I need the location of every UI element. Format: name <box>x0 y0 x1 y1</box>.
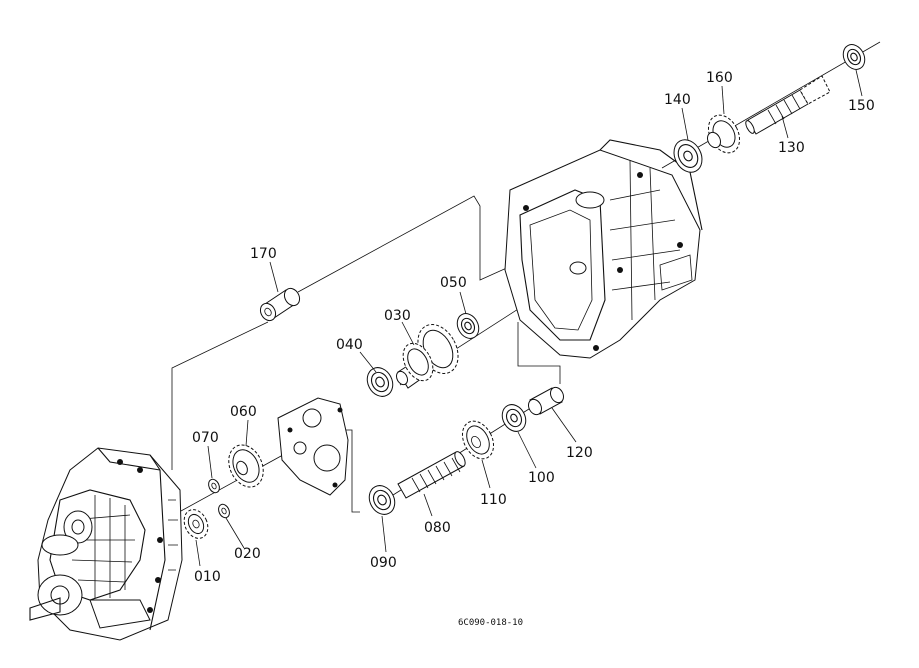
collar-120 <box>528 386 564 416</box>
bearing-090 <box>368 485 396 515</box>
snap-ring-070 <box>208 478 220 494</box>
label-170: 170 <box>250 246 277 262</box>
gear-160 <box>707 114 741 154</box>
label-030: 030 <box>384 308 411 324</box>
rear-gear-case <box>29 447 183 641</box>
label-090: 090 <box>370 555 397 571</box>
bearing-050 <box>456 313 480 339</box>
front-gear-housing <box>504 139 703 359</box>
label-130: 130 <box>778 140 805 156</box>
label-070: 070 <box>192 430 219 446</box>
collar-170 <box>259 287 301 322</box>
shaft-130 <box>745 75 831 135</box>
label-020: 020 <box>234 546 261 562</box>
label-040: 040 <box>336 337 363 353</box>
gear-060 <box>228 444 264 488</box>
leader-lines <box>195 69 863 567</box>
double-gear-030 <box>395 324 459 389</box>
shaft-080 <box>397 451 466 499</box>
label-100: 100 <box>528 470 555 486</box>
bearing-140 <box>673 139 703 173</box>
gear-110 <box>461 420 495 460</box>
snap-ring-020 <box>218 503 230 519</box>
label-060: 060 <box>230 404 257 420</box>
label-140: 140 <box>664 92 691 108</box>
bearing-150 <box>842 44 866 70</box>
part-labels: 170 030 040 050 060 070 010 020 090 080 … <box>192 70 875 628</box>
drawing-code: 6C090-018-10 <box>458 618 523 628</box>
label-150: 150 <box>848 98 875 114</box>
label-080: 080 <box>424 520 451 536</box>
label-110: 110 <box>480 492 507 508</box>
label-160: 160 <box>706 70 733 86</box>
bearing-040 <box>366 367 394 397</box>
gear-010 <box>183 509 209 539</box>
label-050: 050 <box>440 275 467 291</box>
label-120: 120 <box>566 445 593 461</box>
label-010: 010 <box>194 569 221 585</box>
mounting-plate <box>277 397 349 496</box>
bearing-100 <box>501 404 527 432</box>
